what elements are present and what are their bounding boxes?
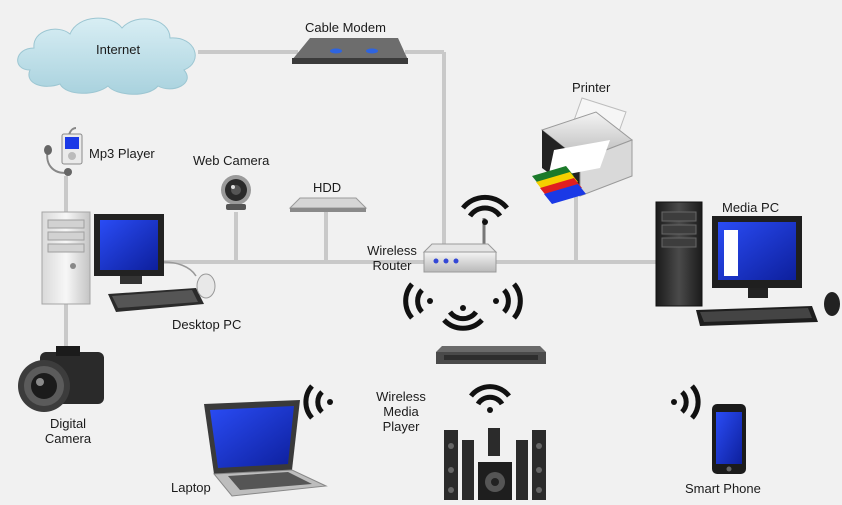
digital-camera-label-line2: Camera — [44, 431, 92, 446]
wireless-router-label: Wireless Router — [360, 243, 424, 273]
hdd-icon — [288, 197, 368, 212]
desktop-pc-icon — [41, 211, 216, 312]
cables — [64, 50, 700, 356]
network-switch-icon — [436, 346, 546, 364]
smart-phone-label: Smart Phone — [685, 481, 761, 496]
cable-modem-icon — [292, 38, 408, 64]
web-camera-label: Web Camera — [193, 153, 270, 168]
smart-phone-icon — [712, 404, 746, 474]
wireless-router-icon — [422, 218, 498, 273]
desktop-pc-label: Desktop PC — [172, 317, 242, 332]
internet-label: Internet — [96, 42, 141, 57]
hdd-label: HDD — [313, 180, 342, 195]
digital-camera-label: Digital Camera — [36, 416, 100, 446]
wifi-signal-media-player-icon — [469, 384, 511, 413]
wifi-signal-phone-icon — [671, 384, 701, 420]
internet-cloud-icon — [17, 17, 196, 95]
wireless-media-player-label: Wireless Media Player — [368, 389, 434, 434]
digital-camera-label-line1: Digital — [49, 416, 87, 431]
wireless-media-player-label-line1: Wireless — [376, 389, 426, 404]
digital-camera-icon — [18, 346, 104, 412]
mp3-player-label: Mp3 Player — [89, 146, 155, 161]
mp3-player-icon — [44, 127, 83, 176]
wireless-router-label-line2: Router — [372, 258, 412, 273]
printer-label: Printer — [572, 80, 611, 95]
wireless-media-player-label-line2: Media — [383, 404, 419, 419]
laptop-label: Laptop — [171, 480, 211, 495]
web-camera-icon — [221, 175, 251, 210]
printer-icon — [532, 97, 634, 204]
wireless-media-player-label-line3: Player — [382, 419, 420, 434]
wifi-signal-down-icon — [442, 305, 484, 331]
wireless-router-label-line1: Wireless — [367, 243, 417, 258]
cable-modem-label: Cable Modem — [305, 20, 386, 35]
media-pc-icon — [655, 201, 840, 326]
wifi-signal-laptop-icon — [303, 384, 333, 420]
wifi-signal-right-icon — [493, 282, 523, 320]
wireless-media-player-icon — [444, 428, 546, 500]
media-pc-label: Media PC — [722, 200, 780, 215]
wifi-signal-router-icon — [461, 194, 509, 225]
wifi-signal-left-icon — [403, 282, 433, 320]
laptop-icon — [204, 400, 328, 497]
